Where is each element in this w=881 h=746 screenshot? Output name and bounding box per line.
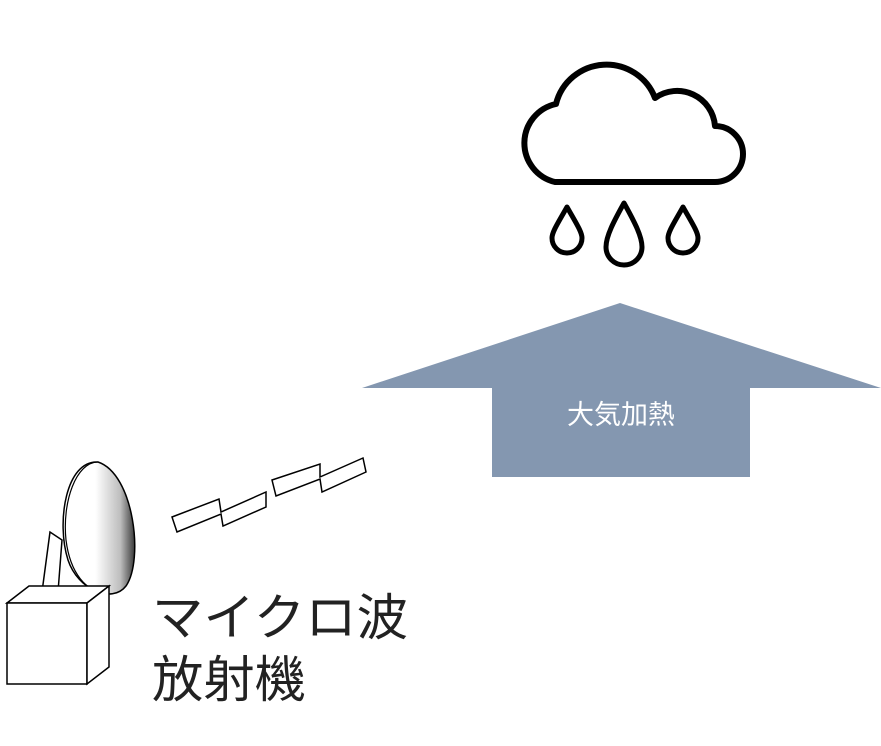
raindrop-left: [549, 204, 585, 256]
up-arrow-shape: [362, 303, 881, 477]
microwave-zigzag-icon: [171, 456, 367, 533]
raindrop-right: [665, 204, 701, 256]
cloud-shape: [521, 61, 746, 185]
rain-cloud-icon: [521, 61, 746, 268]
transmitter-label-line2: 放射機: [152, 651, 306, 709]
transmitter-label-line1: マイクロ波: [152, 589, 408, 647]
microwave-dish-icon: [4, 461, 136, 686]
raindrop-center: [603, 200, 645, 268]
box-front: [6, 602, 88, 685]
transmitter-label: マイクロ波 放射機: [152, 589, 408, 709]
dish-stand: [41, 530, 63, 593]
box-side: [86, 584, 110, 686]
zigzag-beam-lower: [171, 490, 267, 533]
arrow-label: 大気加熱: [567, 400, 675, 431]
zigzag-beam-upper: [271, 456, 367, 498]
atmospheric-heating-arrow: 大気加熱: [362, 303, 881, 477]
